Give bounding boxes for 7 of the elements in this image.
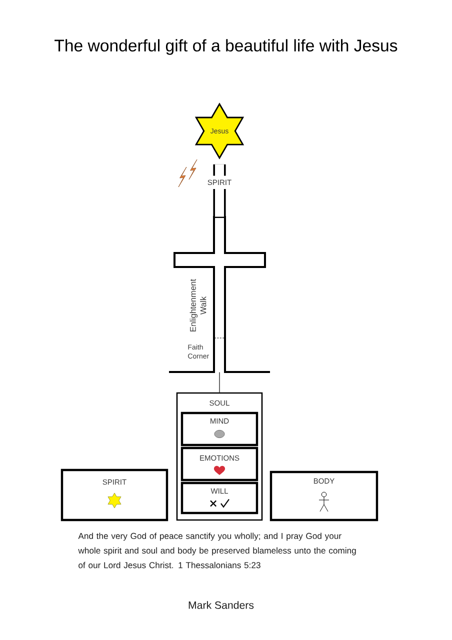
author-name: Mark Sanders: [188, 601, 254, 609]
connector-line: [219, 372, 220, 393]
title: The wonderful gift of a beautiful life with Jesus: [54, 39, 398, 55]
rotated-label: Enlightenment Walk: [190, 279, 206, 332]
double-line: [213, 164, 226, 217]
cross-outline: [169, 216, 270, 373]
quote-text: And the very God of peace sanctify you wholly; and I pray God your whole spirit and soul and body be preserved blameless unto the coming of our Lord Jesus Christ. 1 Thessalonians 5:23: [78, 532, 356, 568]
